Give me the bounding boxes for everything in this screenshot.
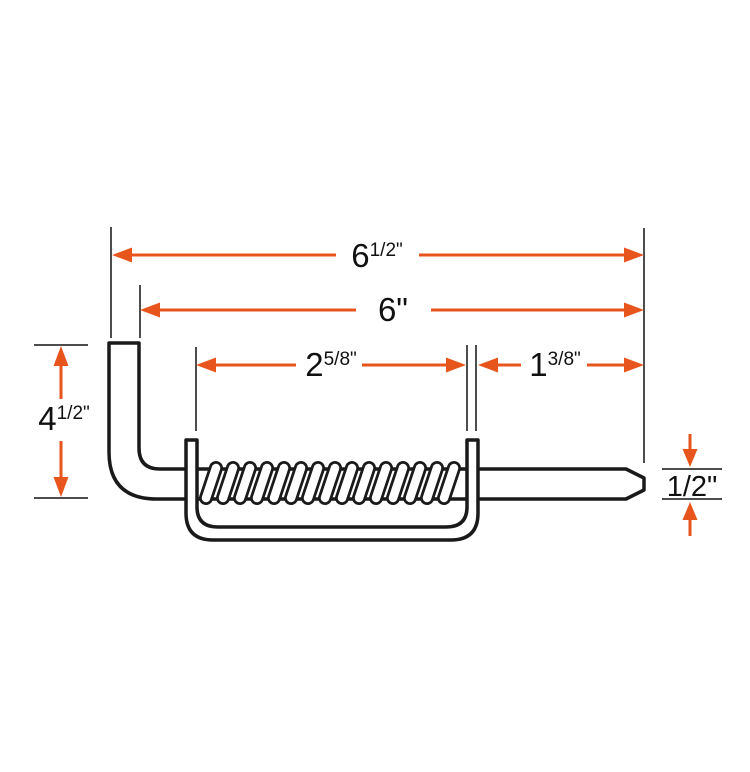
arrowhead-shank-right — [624, 302, 644, 318]
hardware-drawing — [107, 341, 646, 542]
label-height-whole: 4 — [38, 400, 56, 437]
label-overall-whole: 6 — [351, 237, 369, 274]
spring-coils-body — [201, 463, 459, 503]
arrowhead-spring-right — [446, 357, 466, 373]
arrowhead-height-down — [53, 477, 69, 497]
label-spring-unit: " — [350, 349, 357, 370]
extension-lines — [34, 227, 722, 500]
u-bracket — [184, 438, 480, 542]
arrowhead-spring-left — [196, 357, 216, 373]
label-tip-fraction: 3/8 — [548, 349, 574, 370]
label-height-fraction: 1/2 — [57, 403, 83, 424]
label-rod-diameter: 1/2" — [667, 471, 718, 503]
dimension-labels: 61/2" 6" 25/8" 13/8" 41/2" 1/2" — [38, 237, 717, 503]
label-height-unit: " — [83, 403, 90, 424]
label-shank-length: 6" — [378, 291, 408, 328]
arrowhead-height-up — [53, 346, 69, 366]
label-spring-length: 25/8" — [305, 346, 357, 383]
l-bolt-rod — [107, 341, 646, 501]
arrowhead-tip-right — [624, 357, 644, 373]
label-overall-height: 41/2" — [38, 400, 90, 437]
label-tip-whole: 1 — [529, 346, 547, 383]
label-overall-fraction: 1/2 — [370, 240, 396, 261]
arrowhead-shank-left — [140, 302, 160, 318]
arrowhead-diameter-up — [682, 502, 698, 520]
dimension-lines — [59, 253, 692, 536]
arrowhead-diameter-down — [682, 449, 698, 467]
label-tip-length: 13/8" — [529, 346, 581, 383]
dimension-arrowheads — [53, 247, 698, 520]
label-spring-whole: 2 — [305, 346, 323, 383]
label-overall-unit: " — [396, 240, 403, 261]
arrowhead-overall-right — [624, 247, 644, 263]
arrowhead-tip-left — [478, 357, 498, 373]
label-spring-fraction: 5/8 — [324, 349, 350, 370]
arrowhead-overall-left — [112, 247, 132, 263]
label-tip-unit: " — [574, 349, 581, 370]
label-overall-length: 61/2" — [351, 237, 403, 274]
